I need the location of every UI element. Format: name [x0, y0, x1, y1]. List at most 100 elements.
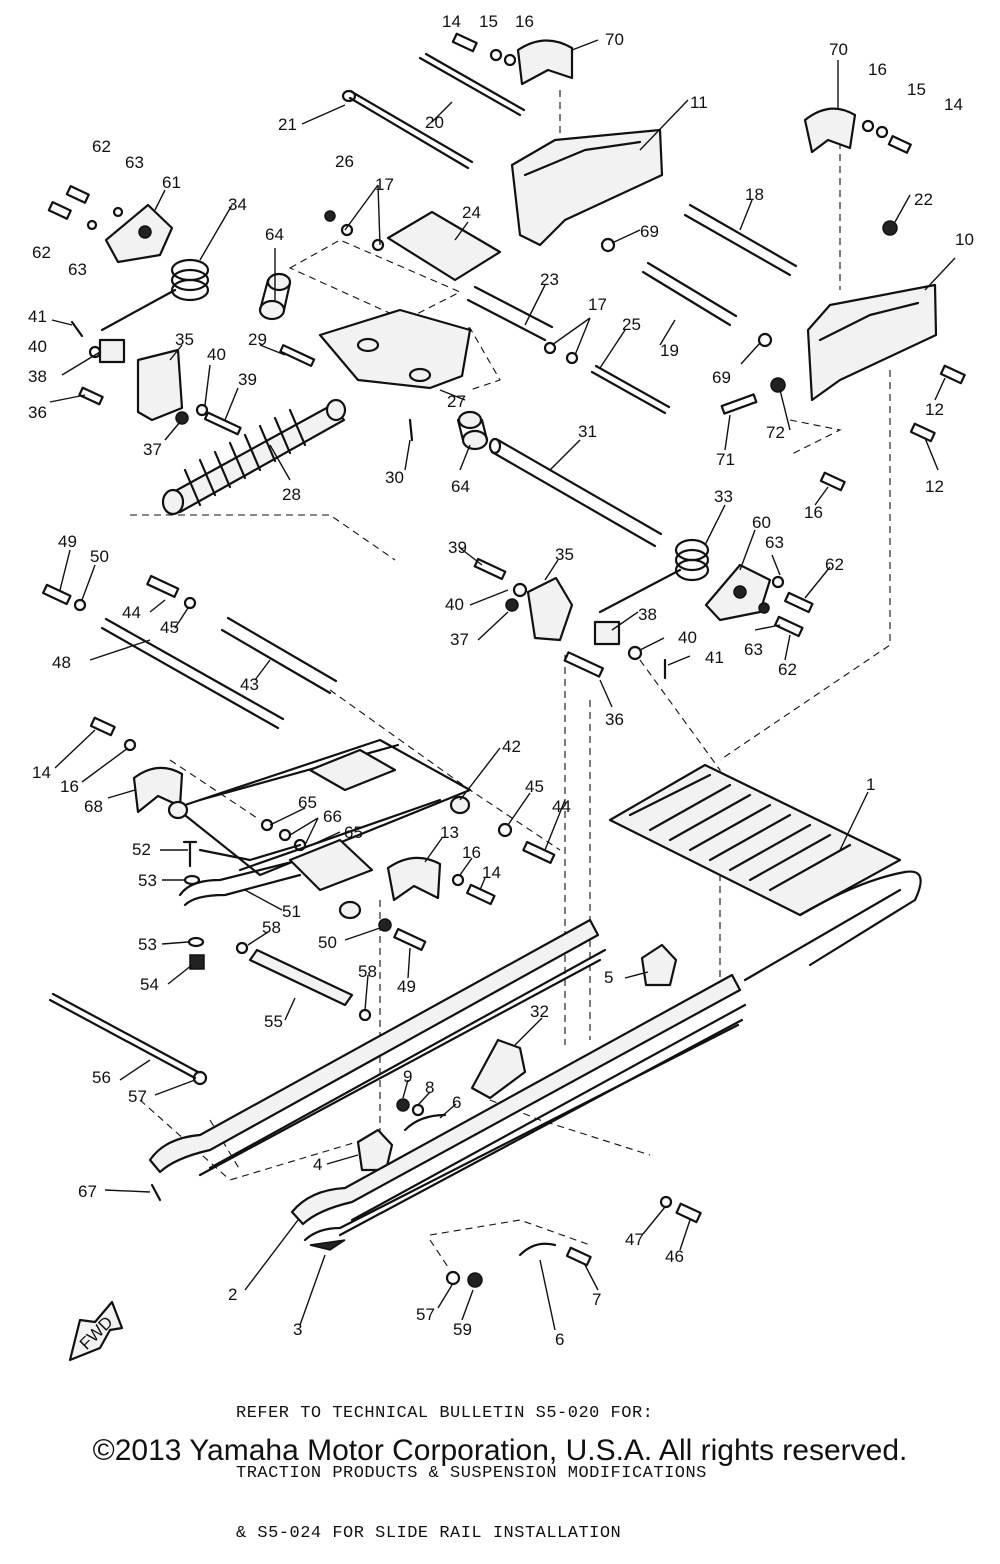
callout-label: 70 — [605, 30, 624, 49]
callout-label: 66 — [323, 807, 342, 826]
callout-label: 49 — [397, 977, 416, 996]
callout-label: 44 — [122, 603, 141, 622]
callout-label: 8 — [425, 1078, 434, 1097]
hardware — [42, 32, 966, 1288]
callout-label: 68 — [84, 797, 103, 816]
callout-label: 41 — [28, 307, 47, 326]
callout-label: 29 — [248, 330, 267, 349]
callout-label: 12 — [925, 400, 944, 419]
callout-label: 32 — [530, 1002, 549, 1021]
leader-lines — [49, 39, 956, 1331]
shock-and-springs — [161, 258, 710, 582]
torsion-spring-33 — [674, 538, 710, 582]
callout-label: 16 — [868, 60, 887, 79]
callout-label: 17 — [375, 175, 394, 194]
torsion-spring-34 — [170, 258, 210, 302]
callout-label: 48 — [52, 653, 71, 672]
callout-label: 37 — [143, 440, 162, 459]
note-line: TRACTION PRODUCTS & SUSPENSION MODIFICAT… — [236, 1464, 707, 1483]
callout-label: 62 — [778, 660, 797, 679]
callout-label: 12 — [925, 477, 944, 496]
callout-label: 19 — [660, 341, 679, 360]
callout-label: 64 — [451, 477, 470, 496]
parts-diagram: FWD — [28, 12, 974, 1543]
callout-label: 67 — [78, 1182, 97, 1201]
shock-coil — [183, 408, 307, 507]
callout-label: 50 — [318, 933, 337, 952]
note-line: & S5-024 FOR SLIDE RAIL INSTALLATION — [236, 1524, 622, 1543]
callout-label: 28 — [282, 485, 301, 504]
callout-label: 24 — [462, 203, 481, 222]
callout-label: 36 — [28, 403, 47, 422]
callout-label: 22 — [914, 190, 933, 209]
callout-label: 63 — [744, 640, 763, 659]
callout-label: 9 — [403, 1067, 412, 1086]
front-direction-marker: FWD — [68, 1300, 124, 1362]
callout-label: 42 — [502, 737, 521, 756]
slide-rails — [148, 763, 922, 1251]
callout-label: 63 — [68, 260, 87, 279]
callout-label: 23 — [540, 270, 559, 289]
callout-label: 46 — [665, 1247, 684, 1266]
brackets-and-plates — [98, 39, 938, 1172]
callout-label: 59 — [453, 1320, 472, 1339]
rods-and-shafts — [48, 52, 798, 1080]
callout-label: 26 — [335, 152, 354, 171]
callout-label: 13 — [440, 823, 459, 842]
callout-label: 41 — [705, 648, 724, 667]
callout-label: 40 — [28, 337, 47, 356]
callout-label: 45 — [160, 618, 179, 637]
callout-numbers: 14 15 16 70 70 16 15 14 21 20 11 62 63 6… — [28, 12, 974, 1349]
callout-label: 11 — [690, 93, 708, 112]
callout-label: 61 — [162, 173, 181, 192]
callout-label: 70 — [829, 40, 848, 59]
callout-label: 64 — [265, 225, 284, 244]
callout-label: 51 — [282, 902, 301, 921]
callout-label: 40 — [678, 628, 697, 647]
exploded-view-drawing: FWD — [28, 12, 974, 1362]
copyright-notice: ©2013 Yamaha Motor Corporation, U.S.A. A… — [92, 1434, 908, 1467]
callout-label: 17 — [588, 295, 607, 314]
callout-label: 14 — [32, 763, 51, 782]
callout-label: 2 — [228, 1285, 237, 1304]
callout-label: 54 — [140, 975, 159, 994]
callout-label: 69 — [712, 368, 731, 387]
callout-label: 16 — [515, 12, 534, 31]
note-line: REFER TO TECHNICAL BULLETIN S5-020 FOR: — [236, 1404, 654, 1423]
callout-label: 3 — [293, 1320, 302, 1339]
suspension-arm-frame — [167, 738, 472, 920]
callout-label: 16 — [60, 777, 79, 796]
callout-label: 6 — [452, 1093, 461, 1112]
callout-label: 18 — [745, 185, 764, 204]
callout-label: 30 — [385, 468, 404, 487]
callout-label: 37 — [450, 630, 469, 649]
callout-label: 53 — [138, 935, 157, 954]
callout-label: 57 — [128, 1087, 147, 1106]
callout-label: 55 — [264, 1012, 283, 1031]
callout-label: 50 — [90, 547, 109, 566]
callout-label: 69 — [640, 222, 659, 241]
callout-label: 62 — [32, 243, 51, 262]
callout-label: 63 — [765, 533, 784, 552]
callout-label: 35 — [555, 545, 574, 564]
callout-label: 35 — [175, 330, 194, 349]
callout-label: 1 — [866, 775, 875, 794]
callout-label: 71 — [716, 450, 735, 469]
callout-label: 14 — [944, 95, 963, 114]
collars — [258, 272, 489, 451]
callout-label: 5 — [604, 968, 613, 987]
callout-label: 7 — [592, 1290, 601, 1309]
callout-label: 20 — [425, 113, 444, 132]
callout-label: 6 — [555, 1330, 564, 1349]
callout-label: 57 — [416, 1305, 435, 1324]
callout-label: 38 — [638, 605, 657, 624]
callout-label: 15 — [907, 80, 926, 99]
callout-label: 33 — [714, 487, 733, 506]
callout-label: 58 — [262, 918, 281, 937]
callout-label: 60 — [752, 513, 771, 532]
callout-label: 14 — [482, 863, 501, 882]
callout-label: 16 — [804, 503, 823, 522]
callout-label: 45 — [525, 777, 544, 796]
callout-label: 34 — [228, 195, 247, 214]
callout-label: 39 — [238, 370, 257, 389]
